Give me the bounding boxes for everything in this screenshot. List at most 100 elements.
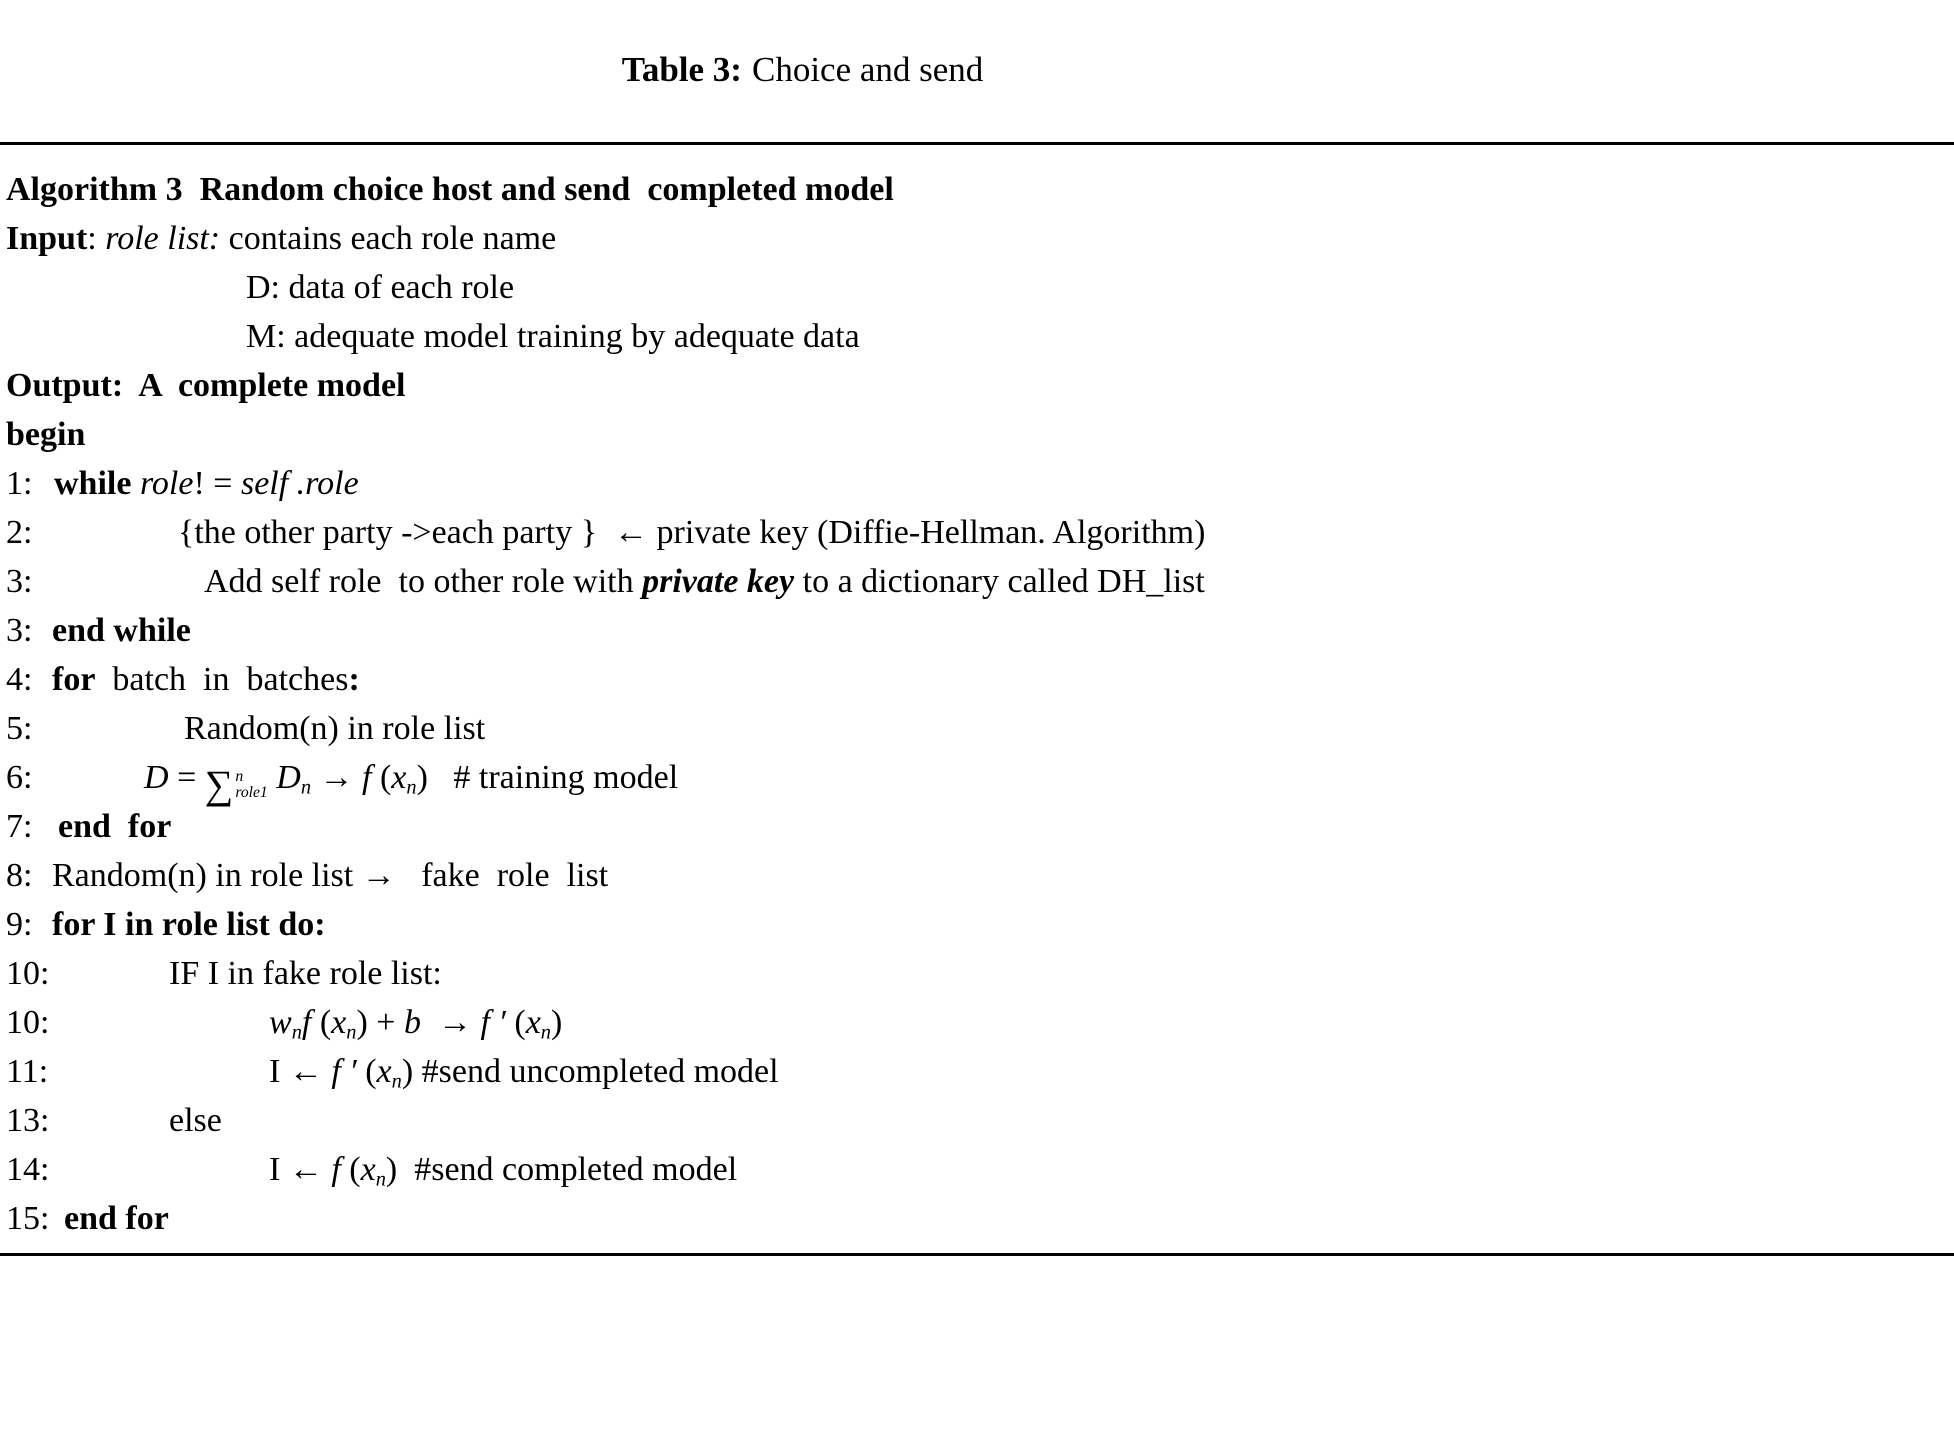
line-number: 9: (6, 906, 33, 943)
text-segment: ! = (193, 465, 241, 502)
text-segment: ( (311, 1004, 332, 1041)
line-number: 11: (6, 1053, 49, 1090)
line-content: else (6, 1096, 1946, 1145)
line-content: begin (6, 410, 1946, 459)
text-segment: n (540, 1021, 551, 1044)
text-segment: Add self role to other role with (204, 563, 643, 600)
text-segment: : (348, 661, 360, 698)
table-caption-title: Choice and send (751, 50, 984, 89)
line-number: 10: (6, 955, 50, 992)
algorithm-lines: Algorithm 3 Random choice host and send … (0, 145, 1954, 1243)
line-content: for batch in batches: (6, 655, 1946, 704)
text-segment: x (360, 1151, 376, 1188)
text-segment: ( (356, 1053, 377, 1090)
line-number: 3: (6, 563, 33, 600)
text-segment: ( (505, 1004, 526, 1041)
text-segment: x (391, 759, 407, 796)
text-segment: D (144, 759, 169, 796)
algo-line: 10:wnf (xn) + b → f ′ (xn) (6, 998, 1946, 1047)
text-segment: Algorithm 3 Random choice host and send … (6, 171, 894, 208)
line-content: Output: A complete model (6, 361, 1946, 410)
text-segment: w (269, 1004, 292, 1041)
line-content: {the other party ->each party } ← privat… (6, 508, 1946, 557)
text-segment: role (139, 465, 194, 502)
algo-line: 15:end for (6, 1194, 1946, 1243)
line-number: 3: (6, 612, 33, 649)
text-segment: begin (6, 416, 86, 453)
algo-line: 1:while role! = self .role (6, 459, 1946, 508)
algo-line: 3:Add self role to other role with priva… (6, 557, 1946, 606)
text-segment (268, 759, 277, 796)
line-content: D: data of each role (6, 263, 1946, 312)
text-segment: n (346, 1021, 357, 1044)
line-number: 8: (6, 857, 33, 894)
text-segment: end while (52, 612, 191, 649)
text-segment: batch in batches (95, 661, 349, 698)
text-segment: contains each role name (220, 220, 557, 257)
text-segment: Random(n) in role list → fake role list (52, 857, 609, 894)
text-segment: = (168, 759, 205, 796)
text-segment: f ′ (331, 1053, 357, 1090)
text-segment: ) (550, 1004, 563, 1041)
algo-line: 8: Random(n) in role list → fake role lis… (6, 851, 1946, 900)
text-segment: ( (340, 1151, 361, 1188)
text-segment: role list: (105, 220, 221, 257)
text-segment: end for (64, 1200, 169, 1237)
line-number: 6: (6, 759, 33, 796)
line-content: end for (6, 802, 1946, 851)
text-segment: Random(n) in role list (184, 710, 486, 747)
text-segment: n (406, 776, 417, 799)
line-number: 7: (6, 808, 33, 845)
text-segment: Input (6, 220, 88, 257)
algo-line: begin (6, 410, 1946, 459)
line-number: 13: (6, 1102, 50, 1139)
text-segment: to a dictionary called DH_list (794, 563, 1205, 600)
line-content: Random(n) in role list (6, 704, 1946, 753)
top-rule (0, 142, 1954, 145)
text-segment: → (420, 1004, 481, 1041)
text-segment: → (311, 759, 363, 796)
line-content: Random(n) in role list → fake role list (6, 851, 1946, 900)
text-segment: for (52, 661, 96, 698)
algo-line: 7: end for (6, 802, 1946, 851)
text-segment: f (301, 1004, 312, 1041)
line-content: end while (6, 606, 1946, 655)
algo-line: 4:for batch in batches: (6, 655, 1946, 704)
text-segment: b (403, 1004, 421, 1041)
text-segment: ) + (356, 1004, 404, 1041)
text-segment: IF I in fake role list: (169, 955, 442, 992)
algo-line: 2:{the other party ->each party } ← priv… (6, 508, 1946, 557)
text-segment: x (376, 1053, 392, 1090)
line-content: Input: role list: contains each role nam… (6, 214, 1946, 263)
algo-line: 11:I ← f ′ (xn) #send uncompleted model (6, 1047, 1946, 1096)
algo-line: 14:I ← f (xn) #send completed model (6, 1145, 1946, 1194)
text-segment: ) #send completed model (385, 1151, 738, 1188)
text-segment: f (362, 759, 372, 796)
text-segment: I ← (269, 1053, 332, 1090)
line-content: while role! = self .role (6, 459, 1946, 508)
text-segment: : (87, 220, 106, 257)
line-content: IF I in fake role list: (6, 949, 1946, 998)
table-caption: Table 3:Choice and send (0, 0, 1570, 136)
algo-line: Output: A complete model (6, 361, 1946, 410)
table-caption-label: Table 3: (621, 50, 742, 89)
line-number: 14: (6, 1151, 50, 1188)
line-number: 1: (6, 465, 33, 502)
text-segment: self .role (240, 465, 359, 502)
line-content: Algorithm 3 Random choice host and send … (6, 165, 1946, 214)
line-content: for I in role list do: (6, 900, 1946, 949)
text-segment: I ← (269, 1151, 332, 1188)
text-segment: ) # training model (416, 759, 679, 796)
line-content: Add self role to other role with private… (6, 557, 1946, 606)
text-segment: end for (58, 808, 172, 845)
line-number: 10: (6, 1004, 50, 1041)
text-segment: x (331, 1004, 347, 1041)
line-number: 4: (6, 661, 33, 698)
text-segment: for I in role list do: (52, 906, 326, 943)
text-segment: ( (371, 759, 392, 796)
text-segment: Output: A complete model (6, 367, 406, 404)
text-segment: n (391, 1070, 402, 1093)
